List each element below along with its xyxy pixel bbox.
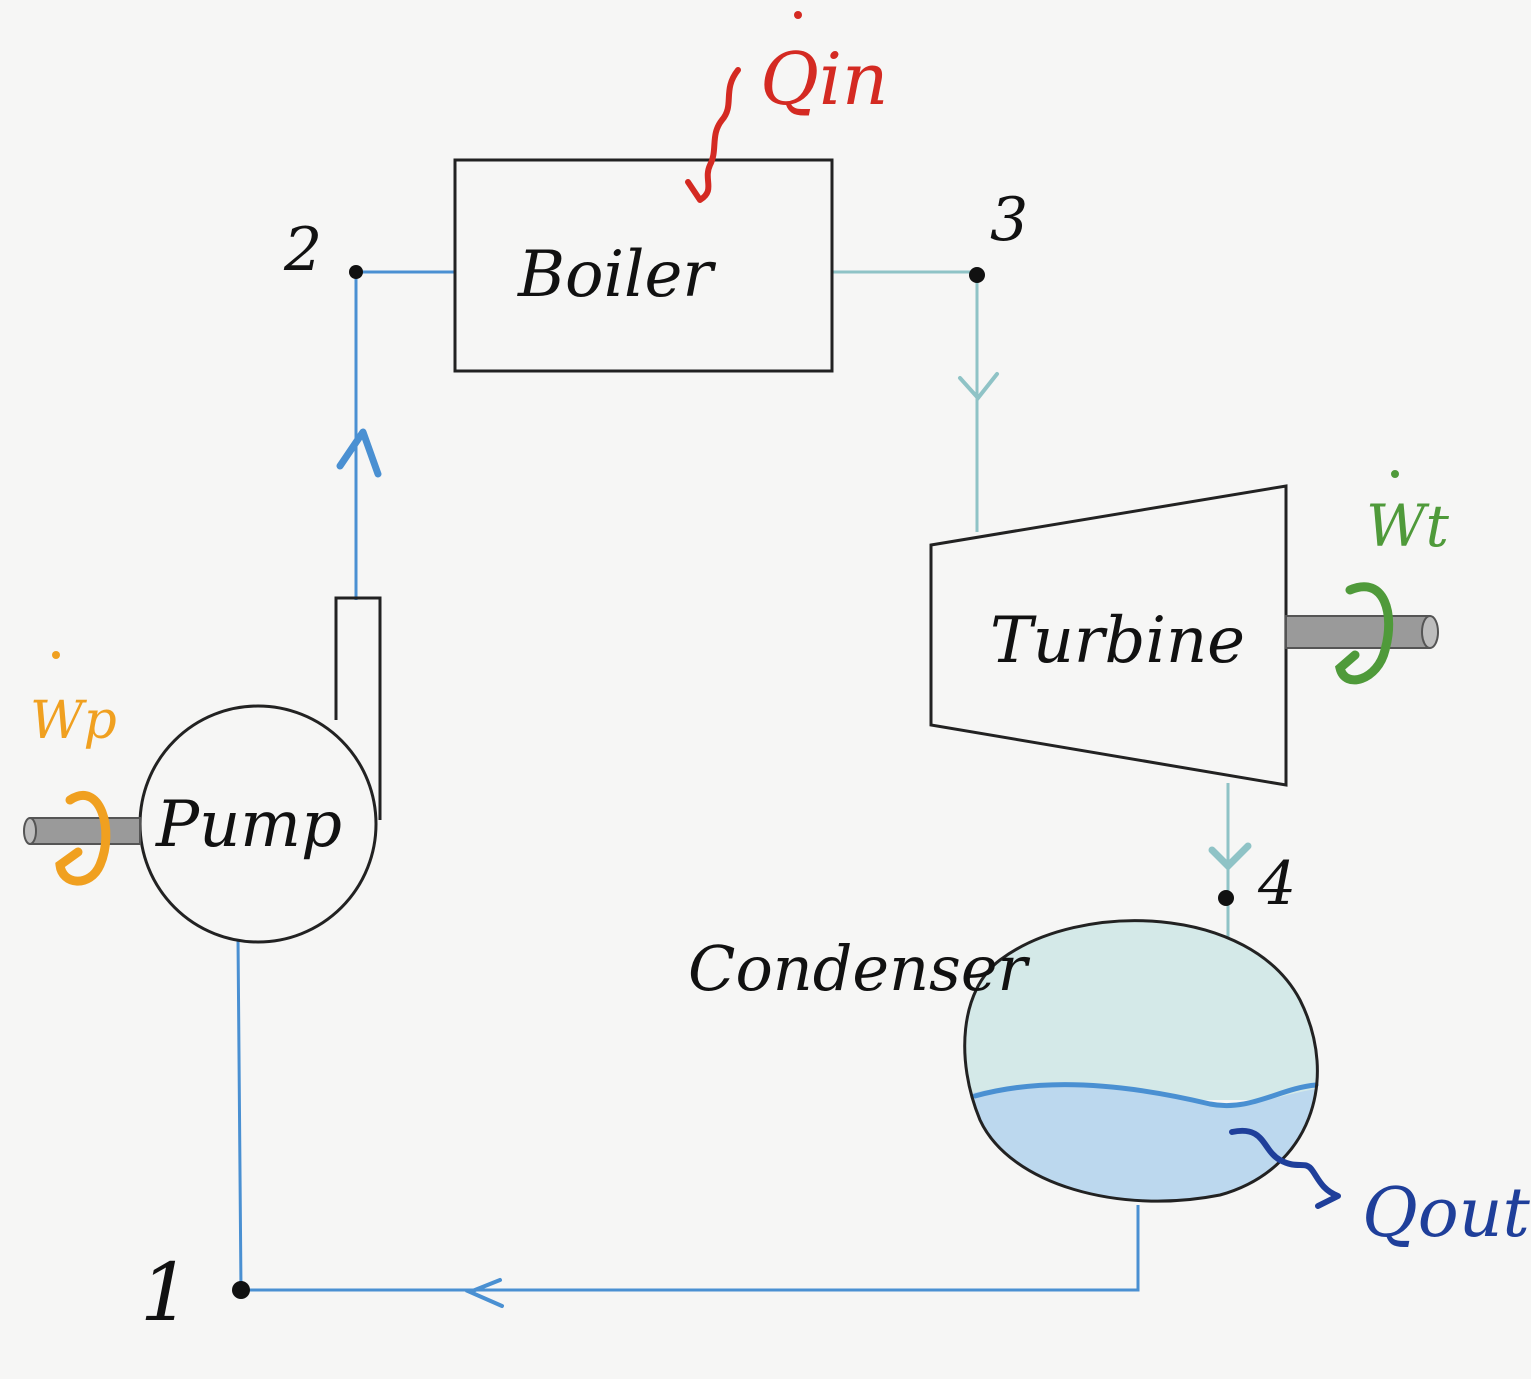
- turbine-rotation-icon: [1335, 582, 1394, 685]
- pump-shaft: [24, 817, 141, 845]
- turbine-shaft: [1285, 615, 1437, 649]
- w-t-dot: [1391, 470, 1399, 478]
- condenser-shell: [963, 919, 1319, 1203]
- state-point-3-label: 3: [990, 185, 1028, 255]
- pump: Pump Wp: [23, 596, 382, 944]
- q-in-label: Qin: [760, 37, 888, 121]
- heat-out-squiggle-arrow: [1229, 1127, 1341, 1209]
- pump-label: Pump: [155, 788, 342, 862]
- pump-shaft-end: [23, 817, 37, 845]
- w-p-dot: [52, 651, 60, 659]
- condenser-liquid-region: [964, 1083, 1318, 1202]
- heat-output: Qout: [1229, 1127, 1530, 1253]
- state-point-1-label: 1: [140, 1246, 191, 1339]
- boiler-box: [453, 158, 834, 373]
- condenser-label: Condenser: [688, 932, 1031, 1005]
- state-point-1-dot: [232, 1281, 250, 1299]
- flow-arrow-up: [336, 428, 382, 478]
- state-point-2-label: 2: [283, 215, 322, 285]
- pump-outlet-pipe: [334, 596, 382, 820]
- boiler-label: Boiler: [517, 238, 716, 312]
- flow-arrow-down-turbine-inlet: [958, 372, 999, 402]
- turbine-body: [929, 484, 1288, 787]
- turbine: Turbine Wt: [929, 470, 1450, 787]
- heat-in-squiggle-arrow: [685, 67, 741, 203]
- boiler: Boiler: [453, 158, 834, 373]
- state-point-4-dot: [1218, 890, 1234, 906]
- state-point-4-label: 4: [1257, 849, 1296, 919]
- condenser: Condenser: [688, 919, 1319, 1203]
- pipe-pump-to-boiler: [354, 270, 455, 600]
- pipe-condenser-to-pump: [236, 937, 1140, 1292]
- w-p-label: Wp: [30, 691, 117, 751]
- q-in-dot: [794, 11, 802, 19]
- state-point-3-dot: [969, 267, 985, 283]
- state-point-2-dot: [349, 265, 363, 279]
- pipe-boiler-to-turbine: [832, 270, 979, 532]
- turbine-shaft-end: [1421, 615, 1439, 649]
- state-points: 2 3 4 1: [140, 185, 1296, 1339]
- flow-arrow-left: [464, 1278, 504, 1308]
- condenser-liquid-surface: [972, 1082, 1319, 1109]
- q-out-label: Qout: [1362, 1174, 1530, 1253]
- heat-input: Qin: [685, 11, 888, 203]
- turbine-label: Turbine: [990, 604, 1245, 678]
- pump-rotation-icon: [55, 790, 111, 886]
- flow-arrow-down-condenser-inlet: [1208, 842, 1252, 871]
- w-t-label: Wt: [1366, 492, 1450, 560]
